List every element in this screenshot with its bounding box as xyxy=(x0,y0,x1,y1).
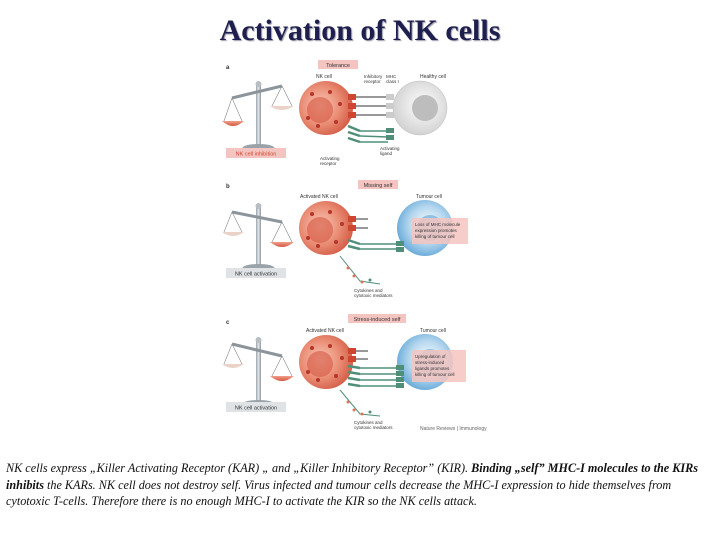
page-title: Activation of NK cells xyxy=(219,14,501,47)
output-label: cytotoxic mediators xyxy=(354,425,393,430)
mhc-label: MHC xyxy=(386,74,397,79)
note-line: expression promotes xyxy=(415,228,458,233)
scale-label-box xyxy=(226,148,286,158)
output-label: cytotoxic mediators xyxy=(354,293,393,298)
healthy-cell xyxy=(392,80,448,136)
mhc-label: class I xyxy=(386,79,399,84)
description-paragraph: NK cells express „Killer Activating Rece… xyxy=(6,460,716,510)
scale-label-box xyxy=(226,402,286,412)
scale-label: NK cell inhibition xyxy=(236,152,277,158)
receptor-pairs xyxy=(347,94,394,144)
panel-header: Tolerance xyxy=(326,63,350,69)
figure-credit: Nature Reviews | Immunology xyxy=(420,426,487,432)
target-cell-label: Tumour cell xyxy=(420,328,446,334)
panel-header-box xyxy=(348,314,406,323)
nk-cell-label: Activated NK cell xyxy=(300,194,338,200)
panel-letter: c xyxy=(226,320,230,326)
balance-scale-icon xyxy=(222,203,294,272)
nk-cell-label: NK cell xyxy=(316,74,332,80)
receptor-pairs xyxy=(347,348,404,388)
activating-receptor-label: receptor xyxy=(320,161,337,166)
note-box xyxy=(412,350,466,382)
cytokines-icon xyxy=(339,389,381,417)
nk-activation-figure: a Tolerance NK cell inhibition NK cell xyxy=(220,56,510,446)
nk-cell xyxy=(299,335,353,389)
note-line: Loss of MHC molecule xyxy=(415,222,461,227)
nk-cell xyxy=(299,201,353,255)
scale-label: NK cell activation xyxy=(235,406,277,412)
note-line: Upregulation of xyxy=(415,354,446,359)
panel-header: Stress-induced self xyxy=(354,317,401,323)
balance-scale-icon xyxy=(222,81,294,152)
scale-label: NK cell activation xyxy=(235,272,277,278)
panel-a: a Tolerance NK cell inhibition NK cell xyxy=(222,60,448,166)
inhibitory-label: receptor xyxy=(364,79,381,84)
panel-letter: a xyxy=(226,65,230,71)
description-bold: Binding „self” MHC-I molecules to the KI… xyxy=(6,461,698,492)
inhibitory-label: Inhibitory xyxy=(364,74,383,79)
description-part1: NK cells express „Killer Activating Rece… xyxy=(6,461,472,475)
note-line: stress-induced xyxy=(415,360,445,365)
panel-header-box xyxy=(358,180,398,189)
nk-diagram: a Tolerance NK cell inhibition NK cell xyxy=(222,60,487,432)
receptor-pairs xyxy=(347,216,404,252)
nk-cell-label: Activated NK cell xyxy=(306,328,344,334)
activating-receptor-label: Activating xyxy=(320,156,340,161)
panel-b: b Missing self NK cell activation Activa… xyxy=(222,180,468,298)
scale-label-box xyxy=(226,268,286,278)
note-line: killing of tumour cell xyxy=(415,372,455,377)
target-cell-label: Tumour cell xyxy=(416,194,442,200)
note-box xyxy=(412,218,468,244)
description-part2: the KARs. NK cell does not destroy self.… xyxy=(6,477,672,509)
output-label: Cytokines and xyxy=(354,288,383,293)
ligand-label: ligand xyxy=(380,151,393,156)
balance-scale-icon xyxy=(222,337,294,408)
nk-cell xyxy=(299,81,353,135)
panel-letter: b xyxy=(226,184,230,190)
ligand-label: Activating xyxy=(380,146,400,151)
output-label: Cytokines and xyxy=(354,420,383,425)
panel-header-box xyxy=(318,60,358,69)
panel-header: Missing self xyxy=(364,183,393,189)
cytokines-icon xyxy=(339,255,381,285)
target-cell-label: Healthy cell xyxy=(420,74,446,80)
note-line: ligands promotes xyxy=(415,366,450,371)
panel-c: c Stress-induced self NK cell activation… xyxy=(222,314,466,430)
note-line: killing of tumour cell xyxy=(415,234,455,239)
